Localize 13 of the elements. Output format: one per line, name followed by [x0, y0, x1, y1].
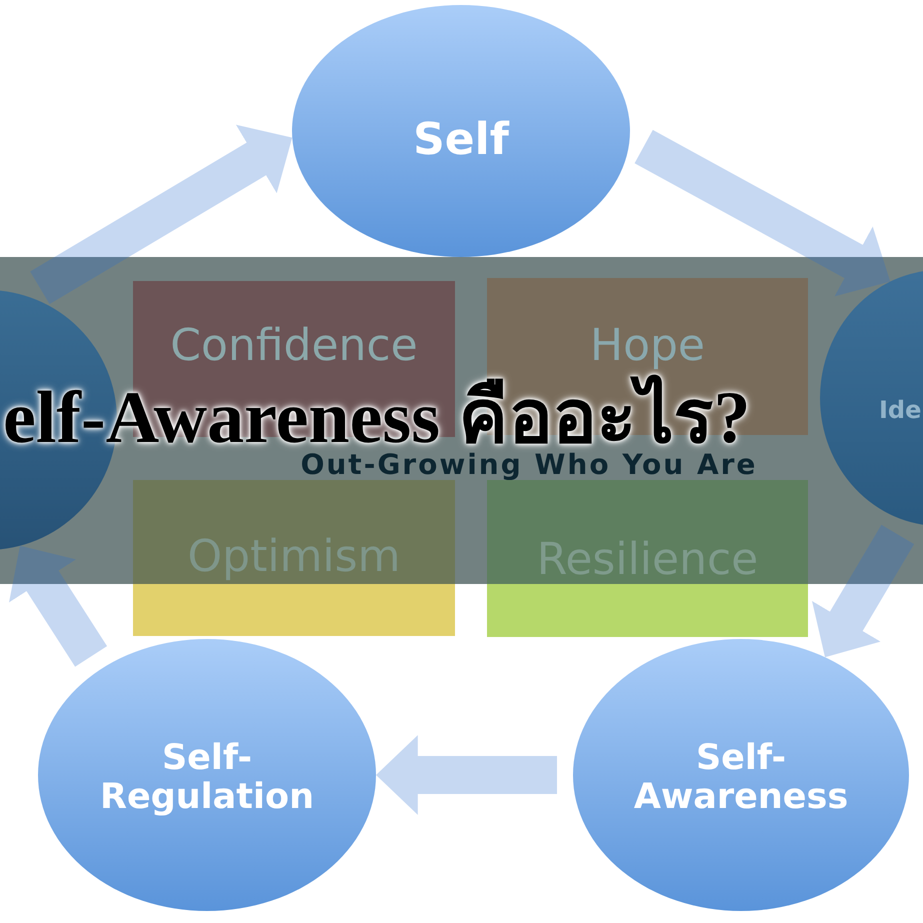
tagline: Out-Growing Who You Are — [300, 449, 758, 480]
stage-label: Ide — [879, 398, 922, 422]
title: elf-Awareness คืออะไร? — [3, 374, 751, 448]
trait-box — [133, 480, 455, 636]
stage-label: Self — [412, 118, 510, 162]
stage-label: Self- Awareness — [632, 738, 850, 818]
stage-label: Self- Regulation — [99, 738, 315, 818]
trait-box — [487, 480, 808, 637]
trait-label: Confidence — [169, 322, 419, 370]
trait-label: Hope — [588, 322, 706, 370]
stage-circle — [573, 639, 909, 911]
stage-circle — [38, 639, 376, 911]
stage-circle — [292, 5, 630, 257]
